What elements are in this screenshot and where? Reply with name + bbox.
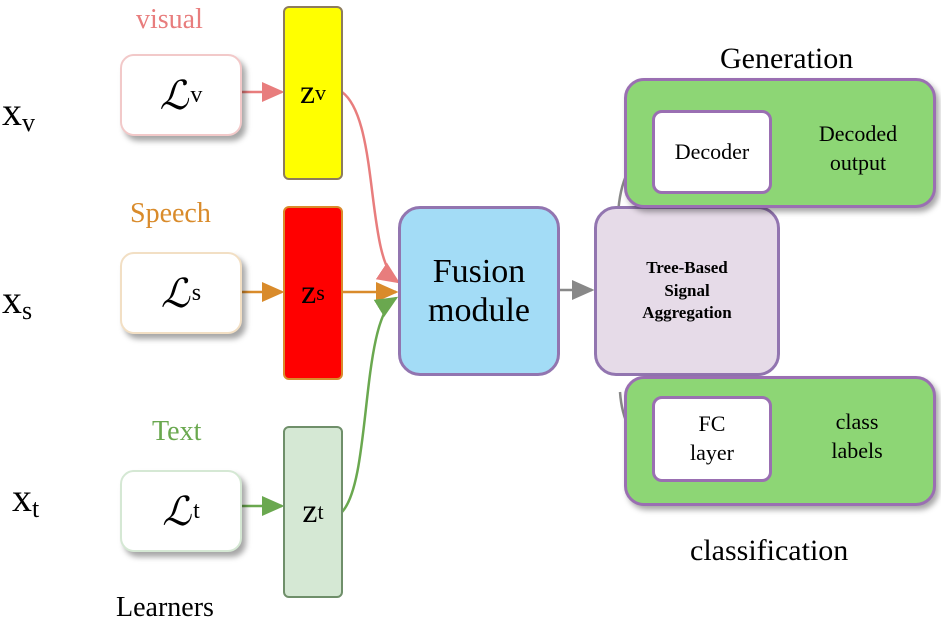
tree-aggregation: Tree-Based Signal Aggregation (594, 206, 780, 376)
classification-title: classification (690, 534, 849, 567)
input-label-visual: xv (2, 89, 35, 137)
input-label-text: xt (12, 475, 40, 523)
modality-title-text: Text (152, 416, 202, 447)
fc-label-line1: FC (698, 411, 726, 437)
learner-symbol: ℒ (159, 72, 189, 118)
tree-label-line2: Signal (664, 280, 710, 300)
generation-title: Generation (720, 42, 854, 75)
class-labels-label: class labels (831, 409, 883, 463)
fc-label-line2: layer (690, 440, 734, 465)
modality-title-visual: visual (136, 4, 203, 35)
input-label-speech: xs (2, 277, 33, 325)
fusion-label-line1: Fusion (432, 252, 526, 290)
decoder-box: Decoder (652, 110, 772, 194)
fusion-label-line2: module (428, 292, 530, 329)
fusion-module: Fusion module (398, 206, 560, 376)
decoder-label: Decoder (674, 138, 750, 164)
arrow-text-latent-to-fusion (341, 296, 399, 513)
decoded-output-label: Decoded output (818, 121, 898, 175)
tree-label-line1: Tree-Based (646, 257, 728, 277)
fc-layer-box: FC layer (652, 396, 772, 482)
learner-symbol: ℒ (162, 488, 192, 534)
learners-label: Learners (116, 592, 214, 623)
arrow-visual-latent-to-fusion (341, 90, 401, 284)
modality-title-speech: Speech (130, 198, 211, 229)
learner-symbol: ℒ (160, 270, 190, 316)
tree-label-line3: Aggregation (642, 303, 732, 323)
